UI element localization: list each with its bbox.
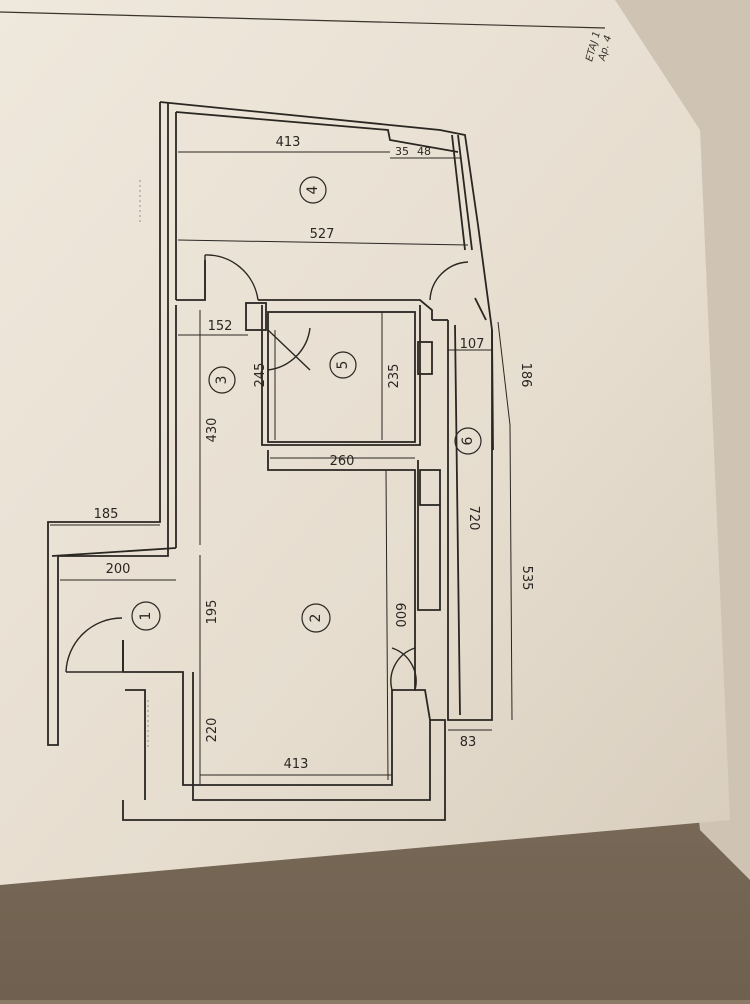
dim-195: 195 xyxy=(205,600,220,625)
door-arc-room4-left xyxy=(204,254,259,301)
wall-room4-right-end xyxy=(474,297,487,321)
dim-413-top: 413 xyxy=(276,135,301,150)
dim-220: 220 xyxy=(205,718,220,743)
dim-185: 185 xyxy=(94,507,119,522)
dim-430: 430 xyxy=(205,418,220,443)
room-label-3: 3 xyxy=(214,376,230,385)
dim-527: 527 xyxy=(310,227,335,242)
dimension-lines xyxy=(50,151,513,785)
room-marker-4 xyxy=(299,176,327,204)
dim-35: 35 xyxy=(395,145,409,158)
room-label-2: 2 xyxy=(308,614,324,623)
dimline-535 xyxy=(509,424,513,721)
door-arc-entrance xyxy=(65,617,123,673)
dim-245: 245 xyxy=(253,363,268,388)
window-room5 xyxy=(417,341,433,375)
room-marker-3 xyxy=(208,366,236,394)
dim-200: 200 xyxy=(106,562,131,577)
dimline-186 xyxy=(497,321,511,426)
walls xyxy=(47,101,494,821)
dim-600: 600 xyxy=(392,603,407,628)
kitchen-wall xyxy=(417,460,441,611)
door-arc-room2-b xyxy=(391,647,417,691)
room5-door-frame xyxy=(245,302,267,331)
window-room2 xyxy=(419,469,441,506)
dim-720: 720 xyxy=(466,506,481,531)
loggia-wall xyxy=(447,320,493,721)
loggia-inner-line xyxy=(454,324,461,716)
room-label-5: 5 xyxy=(335,361,351,370)
dim-535: 535 xyxy=(519,566,534,591)
bottom-outer-wall xyxy=(122,672,446,821)
room-marker-2 xyxy=(301,603,331,633)
door-arc-room2-a xyxy=(390,647,416,691)
room-marker-1 xyxy=(131,601,161,631)
dim-152: 152 xyxy=(208,319,233,334)
room5-wall-inner xyxy=(267,311,416,443)
dim-186: 186 xyxy=(518,363,533,388)
room-label-4: 4 xyxy=(305,185,321,194)
dim-48: 48 xyxy=(417,145,431,158)
dimline-600 xyxy=(385,469,389,781)
entrance-wall-bottom xyxy=(125,689,146,800)
dimension-labels: 413 35 48 527 152 245 235 430 260 107 18… xyxy=(94,135,534,772)
outer-wall-left xyxy=(47,102,169,746)
room-numbers: 4 5 3 6 1 2 xyxy=(138,185,476,622)
paper-top-rule xyxy=(0,11,606,29)
door-arc-room4-right xyxy=(429,261,469,301)
dim-83: 83 xyxy=(460,735,477,750)
window-room4-b xyxy=(457,134,473,251)
room2-right-wall xyxy=(267,450,416,645)
dim-235: 235 xyxy=(387,364,402,389)
dim-107: 107 xyxy=(460,337,485,352)
inner-wall-room4-top xyxy=(175,111,459,153)
entrance-wall-top xyxy=(51,547,177,557)
room-markers xyxy=(131,176,482,633)
room-label-6: 6 xyxy=(460,436,476,445)
room5-wall-outer xyxy=(261,305,421,446)
dimline-527 xyxy=(177,239,469,246)
room2-bottom-right xyxy=(415,689,431,721)
room-marker-6 xyxy=(454,427,482,455)
window-room4-a xyxy=(451,134,466,251)
wall-room4-bottom-mid xyxy=(258,299,433,320)
dim-413-bottom: 413 xyxy=(284,757,309,772)
room-label-1: 1 xyxy=(138,612,154,621)
room2-bottom-wall-inner xyxy=(122,640,416,786)
pencil-marks xyxy=(139,180,149,750)
dim-260: 260 xyxy=(330,454,355,469)
room-marker-5 xyxy=(329,351,357,379)
